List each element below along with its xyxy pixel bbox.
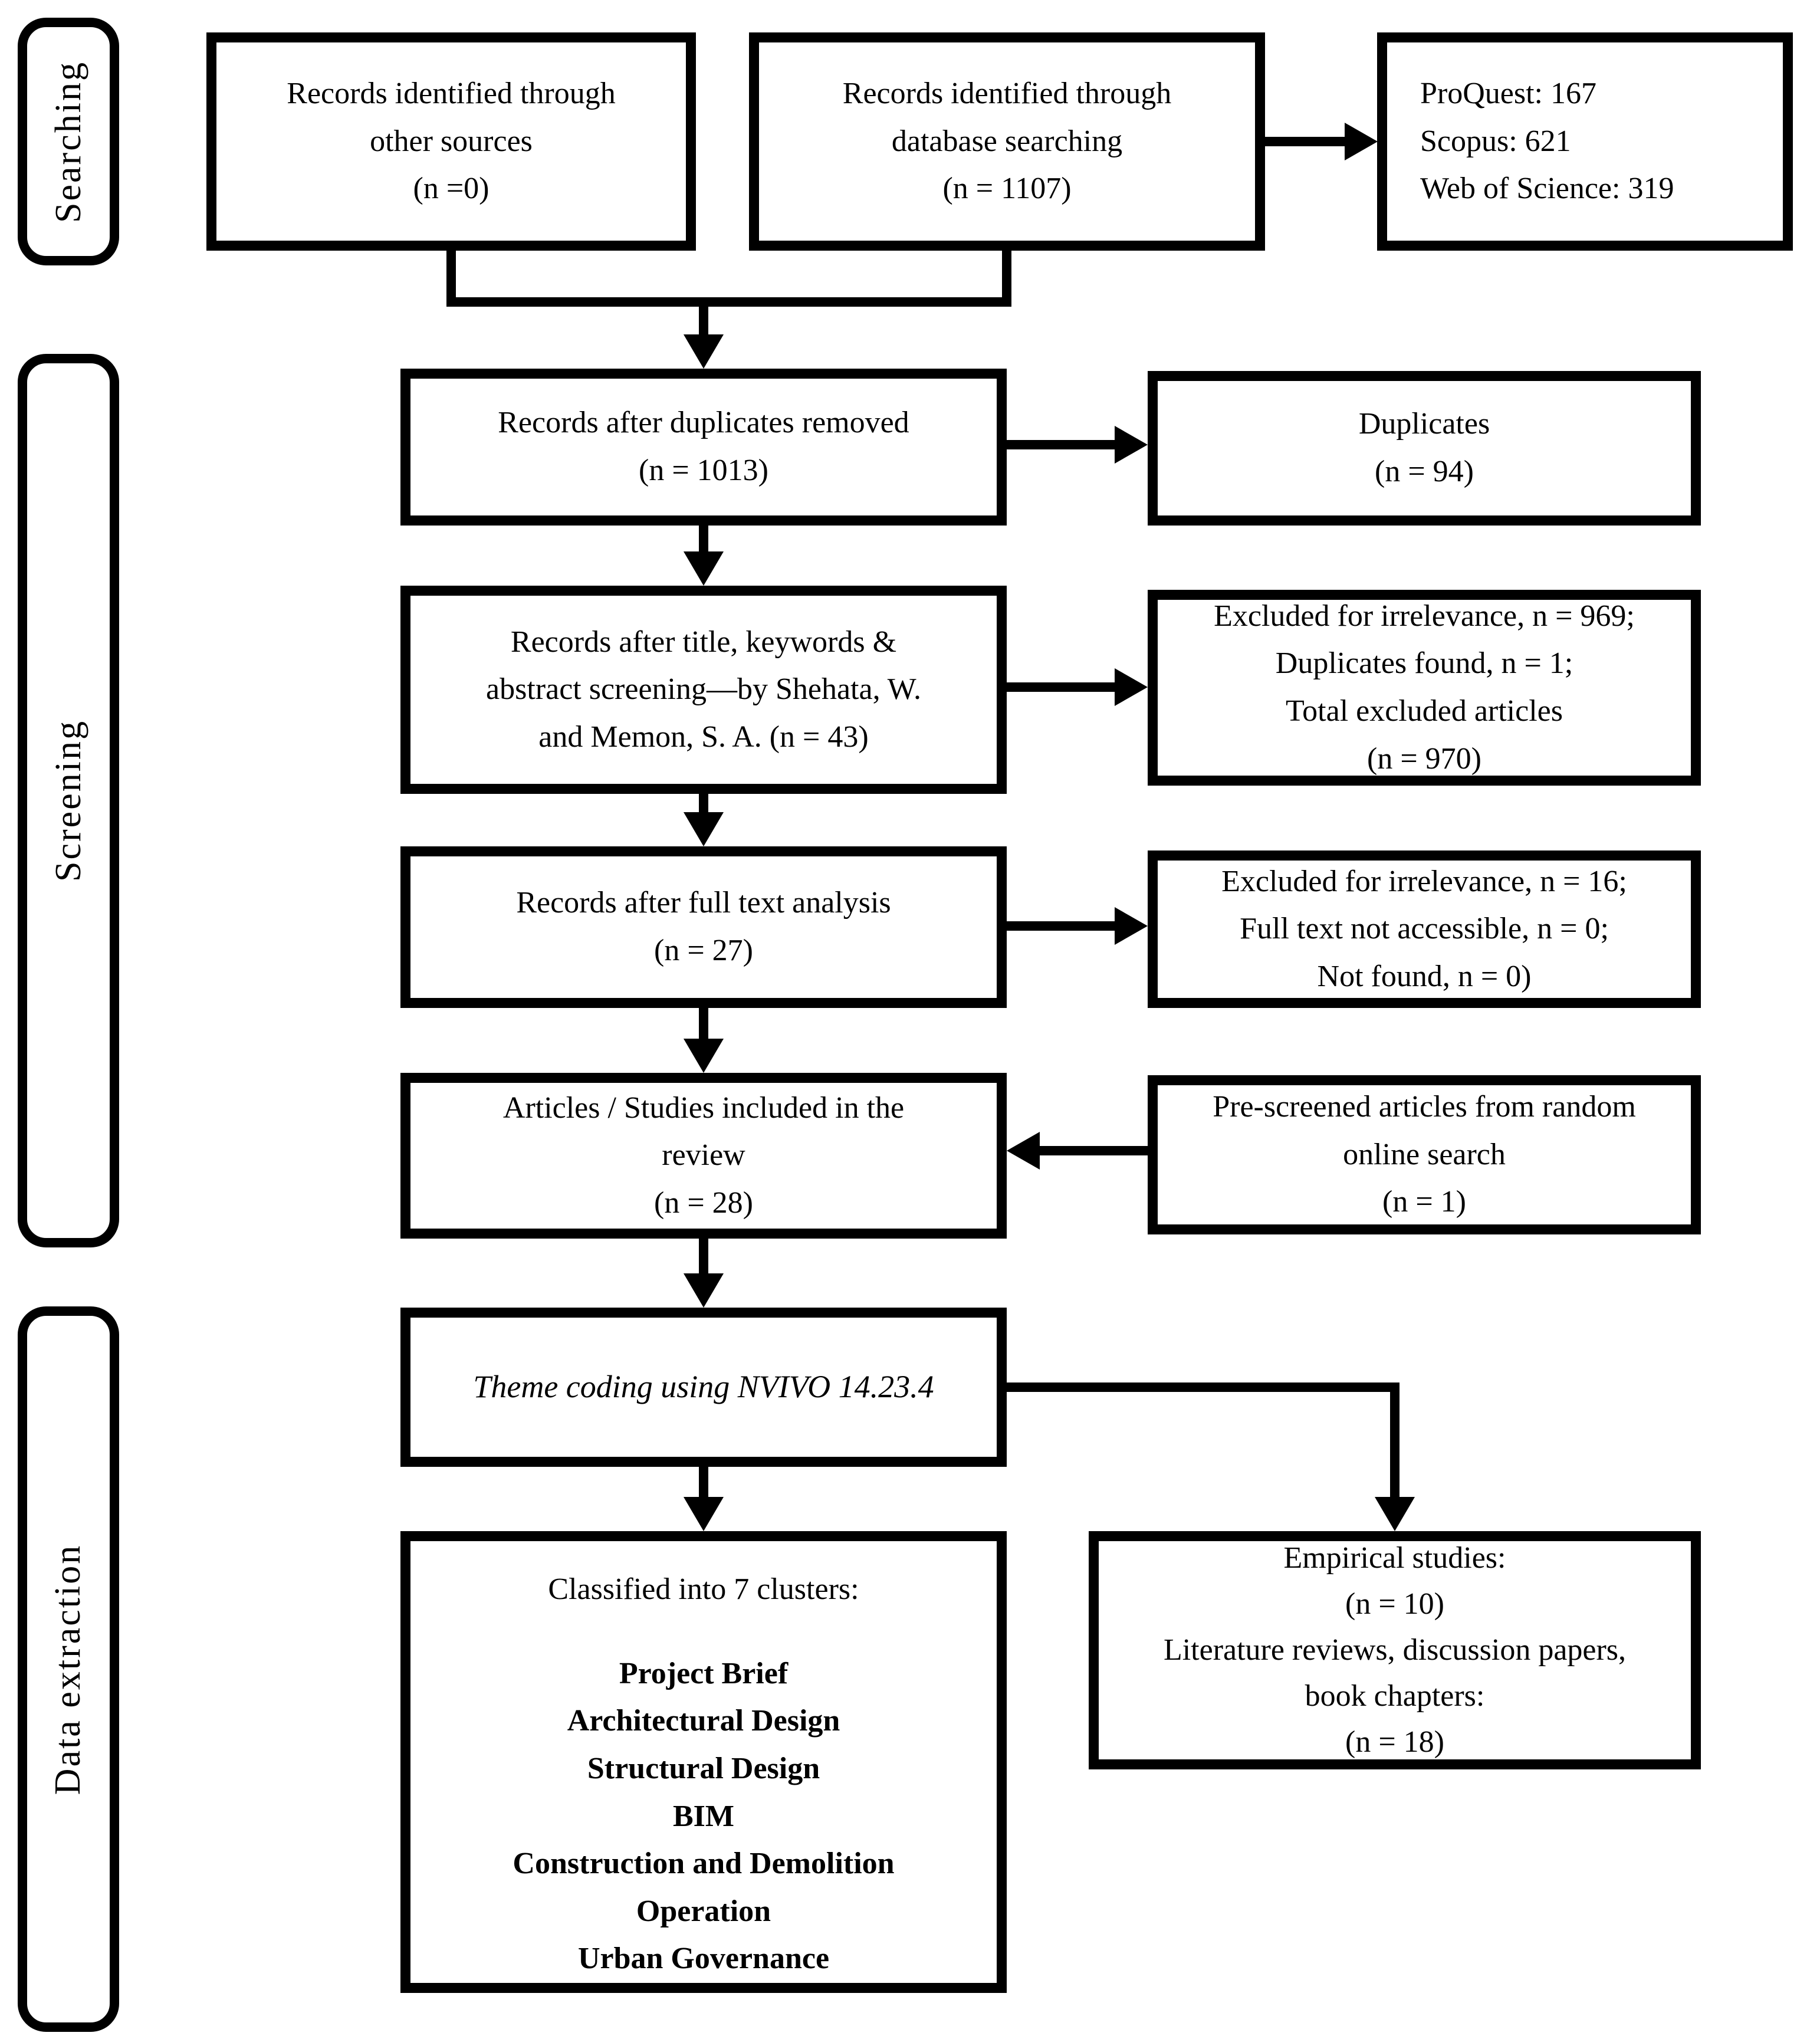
box-clusters: Classified into 7 clusters: Project Brie… [400,1531,1007,1993]
text-line: Construction and Demolition [513,1847,895,1881]
box-database-searching: Records identified through database searc… [749,32,1265,251]
text-line: Records after title, keywords & [510,625,897,659]
box-duplicates: Duplicates (n = 94) [1148,371,1701,526]
arrowhead-down-icon [1375,1497,1415,1531]
stage-data-extraction: Data extraction [18,1306,119,2032]
connector-line [446,297,1011,307]
text-line: Excluded for irrelevance, n = 16; [1221,864,1627,898]
text-line: (n = 1013) [639,454,768,487]
stage-data-extraction-label: Data extraction [48,1544,88,1795]
arrowhead-down-icon [684,812,724,846]
text-line: Project Brief [619,1656,789,1690]
text-line: Not found, n = 0) [1317,959,1532,993]
text-line: (n = 1107) [942,172,1072,206]
text-line: (n = 94) [1375,455,1474,488]
text-line: BIM [673,1799,734,1833]
connector-line [699,794,708,815]
clusters-title: Classified into 7 clusters: [548,1572,859,1606]
text-line: (n = 28) [654,1186,753,1220]
text-line: Theme coding using NVIVO 14.23.4 [473,1369,934,1405]
text-line: Duplicates found, n = 1; [1275,646,1573,681]
box-theme-coding: Theme coding using NVIVO 14.23.4 [400,1308,1007,1467]
text-line: Records after full text analysis [516,886,891,920]
text-line: Web of Science: 319 [1420,172,1674,206]
connector-line [1007,440,1116,449]
text-line: Full text not accessible, n = 0; [1240,912,1609,946]
connector-line [1007,1382,1400,1392]
arrowhead-down-icon [684,1273,724,1308]
connector-line [1039,1146,1148,1155]
text-line: review [662,1138,745,1173]
text-line: Total excluded articles [1286,694,1563,728]
arrowhead-left-icon [1007,1132,1040,1170]
text-line: Records identified through [842,77,1172,111]
connector-line [446,251,456,307]
text-line: (n = 27) [654,934,753,967]
text-line: Architectural Design [567,1704,840,1738]
text-line: and Memon, S. A. (n = 43) [538,720,869,754]
connector-line [1265,137,1351,146]
arrowhead-down-icon [684,1039,724,1073]
arrowhead-right-icon [1115,426,1148,464]
connector-line [1390,1382,1400,1497]
text-line: Scopus: 621 [1420,124,1571,158]
connector-line [1007,921,1116,931]
box-excluded-screening: Excluded for irrelevance, n = 969; Duplic… [1148,590,1701,786]
text-line: Records identified through [287,77,616,111]
arrowhead-right-icon [1115,668,1148,706]
stage-screening-label: Screening [48,720,88,882]
text-line: (n =0) [413,172,490,206]
connector-line [699,1467,708,1499]
text-line: Excluded for irrelevance, n = 969; [1214,599,1635,633]
text-line: Empirical studies: [1283,1541,1506,1575]
text-line: abstract screening—by Shehata, W. [486,672,921,707]
text-line: Literature reviews, discussion papers, [1163,1633,1627,1667]
arrowhead-down-icon [684,334,724,369]
box-full-text: Records after full text analysis (n = 27) [400,846,1007,1008]
text-line: online search [1343,1137,1506,1171]
arrowhead-down-icon [684,551,724,586]
connector-line [699,1008,708,1040]
text-line: database searching [891,124,1123,158]
connector-line [699,297,708,336]
text-line: Duplicates [1358,407,1490,441]
text-line: (n = 970) [1367,741,1481,776]
stage-searching-label: Searching [48,60,88,223]
connector-line [699,526,708,553]
connector-line [699,1239,708,1275]
box-included: Articles / Studies included in the review… [400,1073,1007,1239]
text-line: Records after duplicates removed [498,406,909,440]
arrowhead-right-icon [1115,907,1148,945]
box-pre-screened: Pre-screened articles from random online … [1148,1075,1701,1234]
box-excluded-full-text: Excluded for irrelevance, n = 16; Full te… [1148,850,1701,1008]
text-line: ProQuest: 167 [1420,77,1596,111]
text-line: other sources [370,124,533,158]
connector-line [1007,682,1116,692]
text-line: Urban Governance [577,1942,830,1976]
stage-searching: Searching [18,18,119,265]
text-line: book chapters: [1305,1679,1485,1713]
text-line: Operation [636,1894,771,1928]
text-line: (n = 18) [1345,1725,1444,1759]
text-line: (n = 1) [1382,1185,1466,1219]
text-line: Pre-screened articles from random [1213,1090,1636,1124]
arrowhead-down-icon [684,1497,724,1531]
arrowhead-right-icon [1345,123,1378,160]
box-empirical: Empirical studies: (n = 10) Literature rev… [1089,1531,1701,1769]
text-line: (n = 10) [1345,1587,1444,1621]
box-other-sources: Records identified through other sources (… [206,32,696,251]
stage-screening: Screening [18,354,119,1247]
text-line: Articles / Studies included in the [502,1091,905,1125]
box-title-screening: Records after title, keywords & abstract … [400,586,1007,794]
connector-line [1002,251,1011,307]
box-duplicates-removed: Records after duplicates removed (n = 101… [400,369,1007,526]
text-line: Structural Design [587,1752,820,1786]
